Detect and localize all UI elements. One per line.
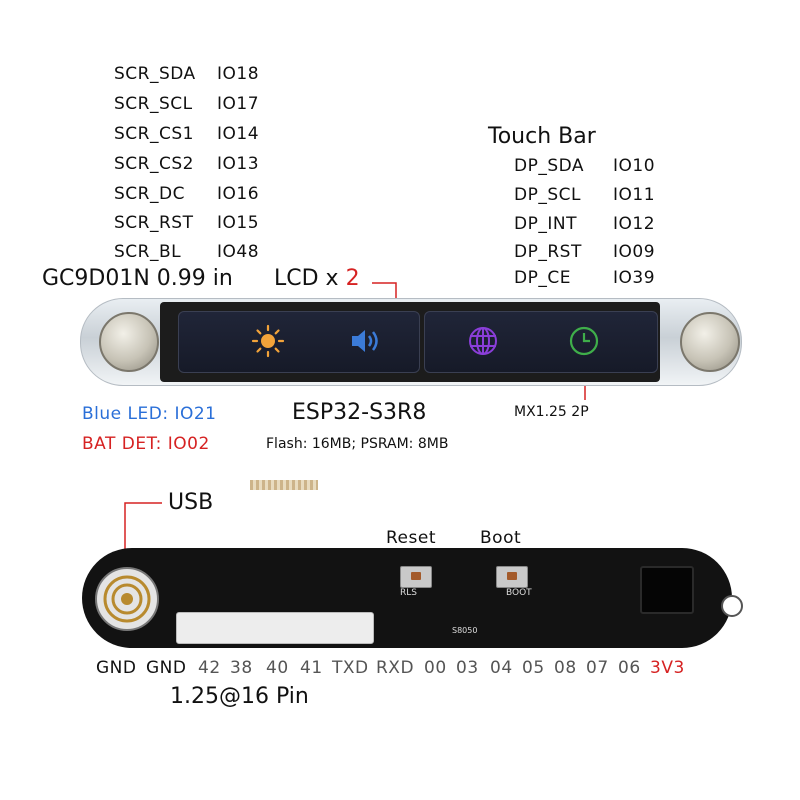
silk-rls: RLS xyxy=(400,588,417,598)
touch-pin-io: IO12 xyxy=(613,214,656,234)
bottom-pin: 3V3 xyxy=(650,658,685,678)
silk-s8050: S8050 xyxy=(452,626,478,635)
reset-label: Reset xyxy=(386,528,436,548)
bottom-pin: 03 xyxy=(456,658,479,678)
reset-button[interactable] xyxy=(400,566,432,588)
touch-pin-name: DP_SDA xyxy=(514,156,585,176)
fpc-label: 1.25@16 Pin xyxy=(170,684,309,709)
touch-pin-name: DP_CE xyxy=(514,268,571,288)
lcd-pin-io: IO14 xyxy=(217,124,260,144)
silk-boot: BOOT xyxy=(506,588,532,598)
clock-icon xyxy=(566,323,602,359)
bottom-pin: 08 xyxy=(554,658,577,678)
lcd-pin-io: IO16 xyxy=(217,184,260,204)
lcd-pin-io: IO17 xyxy=(217,94,260,114)
left-magnet xyxy=(99,312,159,372)
touch-pin-name: DP_RST xyxy=(514,242,582,262)
bottom-pin: 06 xyxy=(618,658,641,678)
lcd-screen-1 xyxy=(178,311,420,373)
soc-name: ESP32-S3R8 xyxy=(292,400,427,425)
touch-bar-title: Touch Bar xyxy=(488,124,596,149)
touch-pin-name: DP_INT xyxy=(514,214,577,234)
usb-label: USB xyxy=(168,490,214,515)
lcd-pin-name: SCR_CS2 xyxy=(114,154,194,174)
bottom-pin: 38 xyxy=(230,658,253,678)
touch-pin-io: IO11 xyxy=(613,185,656,205)
lcd-count-prefix: LCD x xyxy=(274,266,346,291)
bottom-pin: 04 xyxy=(490,658,513,678)
lcd-pin-io: IO13 xyxy=(217,154,260,174)
usb-port-icon xyxy=(95,567,159,631)
touch-pin-io: IO10 xyxy=(613,156,656,176)
bottom-pin: GND xyxy=(146,658,187,678)
bottom-pin: TXD xyxy=(332,658,369,678)
lcd-driver-label: GC9D01N 0.99 in xyxy=(42,266,233,291)
bottom-pin: 40 xyxy=(266,658,289,678)
bottom-pin: RXD xyxy=(376,658,415,678)
lcd-pin-name: SCR_RST xyxy=(114,213,194,233)
connector-label: MX1.25 2P xyxy=(514,404,589,420)
boot-button[interactable] xyxy=(496,566,528,588)
right-magnet xyxy=(680,312,740,372)
touch-pin-io: IO09 xyxy=(613,242,656,262)
lanyard-hole xyxy=(721,595,743,617)
speaker-icon xyxy=(348,323,384,359)
bottom-pin: 07 xyxy=(586,658,609,678)
touch-pin-name: DP_SCL xyxy=(514,185,581,205)
fpc-connector xyxy=(176,612,374,644)
bat-det-label: BAT DET: IO02 xyxy=(82,434,210,454)
bottom-pin: 05 xyxy=(522,658,545,678)
globe-icon xyxy=(466,323,502,359)
lcd-count-value: 2 xyxy=(345,266,360,291)
blue-led-label: Blue LED: IO21 xyxy=(82,404,217,424)
lcd-pin-name: SCR_SCL xyxy=(114,94,193,114)
lcd-screen-2 xyxy=(424,311,658,373)
bottom-pin: GND xyxy=(96,658,137,678)
lcd-pin-io: IO18 xyxy=(217,64,260,84)
lcd-pin-io: IO15 xyxy=(217,213,260,233)
boot-label: Boot xyxy=(480,528,522,548)
touch-pin-io: IO39 xyxy=(613,268,656,288)
sun-icon xyxy=(250,323,286,359)
lcd-pin-io: IO48 xyxy=(217,242,260,262)
fpc-cable-strip xyxy=(250,480,318,490)
bottom-pin: 41 xyxy=(300,658,323,678)
bottom-pin: 00 xyxy=(424,658,447,678)
soc-memory: Flash: 16MB; PSRAM: 8MB xyxy=(266,436,449,452)
lcd-pin-name: SCR_DC xyxy=(114,184,185,204)
flash-chip xyxy=(640,566,694,614)
lcd-pin-name: SCR_BL xyxy=(114,242,182,262)
lcd-pin-name: SCR_SDA xyxy=(114,64,196,84)
lcd-count-label: LCD x 2 xyxy=(274,266,360,291)
bottom-pin: 42 xyxy=(198,658,221,678)
lcd-pin-name: SCR_CS1 xyxy=(114,124,194,144)
